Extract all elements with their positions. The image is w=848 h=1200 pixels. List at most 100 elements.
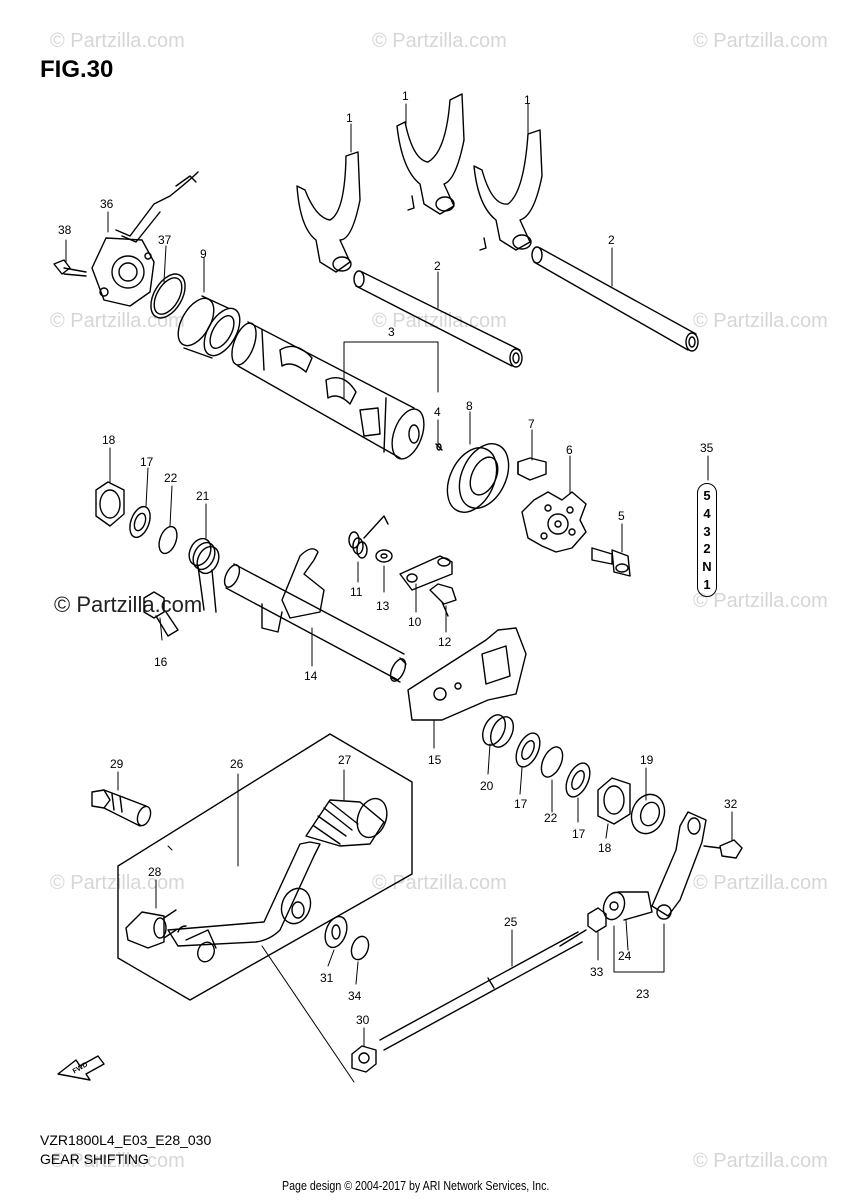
callout-label: 26 (230, 757, 244, 771)
callout-label: 14 (304, 669, 318, 683)
gearshift-lever (167, 841, 321, 947)
gearshift-lever-arm (651, 811, 707, 920)
callout-label: 17 (140, 455, 154, 469)
bolt-12 (429, 583, 457, 617)
model-code: VZR1800L4_E03_E28_030 (40, 1132, 212, 1148)
watermark: © Partzilla.com (50, 1150, 185, 1172)
watermark: © Partzilla.com (693, 590, 828, 612)
lever-end-pin (185, 929, 217, 963)
joint-24 (602, 891, 653, 921)
gear-position-switch (91, 171, 199, 307)
callout-label: 7 (528, 417, 535, 431)
callout-label: 34 (348, 989, 362, 1003)
washer-17 (129, 505, 151, 539)
callout-label: 16 (154, 655, 168, 669)
diagram-name: GEAR SHIFTING (40, 1151, 149, 1167)
gear-position-4: 4 (703, 505, 711, 521)
washer-17c (565, 762, 591, 798)
callout-labels: 1 1 1 2 2 3 4 5 6 7 8 9 10 11 12 13 14 1… (58, 89, 738, 1027)
bolt-29 (91, 789, 152, 827)
pedal-rubber-27 (305, 797, 388, 847)
callout-label: 4 (434, 405, 441, 419)
circlip-22 (158, 525, 178, 555)
callout-label: 18 (598, 841, 612, 855)
o-ring-37 (150, 273, 186, 319)
spring-21 (188, 537, 220, 613)
callout-label: 20 (480, 779, 494, 793)
shift-fork (396, 93, 465, 215)
gear-position-n: N (702, 558, 712, 574)
shift-fork (473, 129, 543, 251)
gear-position-5: 5 (703, 488, 711, 504)
spring-11 (348, 515, 389, 559)
watermark: © Partzilla.com (50, 30, 185, 52)
bearing-8 (446, 443, 510, 513)
callout-label: 2 (608, 233, 615, 247)
watermark: © Partzilla.com (372, 30, 507, 52)
callout-label: 36 (100, 197, 114, 211)
washer-13 (375, 549, 393, 563)
callout-label: 33 (590, 965, 604, 979)
callout-label: 1 (346, 111, 353, 125)
pin-4 (435, 443, 443, 451)
callout-label: 17 (514, 797, 528, 811)
bolt-32 (703, 839, 743, 859)
callout-label: 1 (402, 89, 409, 103)
copyright-notice: Page design © 2004-2017 by ARI Network S… (282, 1178, 550, 1193)
callout-label: 18 (102, 433, 116, 447)
watermark: © Partzilla.com (50, 310, 185, 332)
callout-label: 30 (356, 1013, 370, 1027)
callout-label: 28 (148, 865, 162, 879)
lever-pivot (280, 887, 312, 925)
bearing-18 (95, 481, 125, 527)
callout-label: 15 (428, 753, 442, 767)
callout-label: 19 (640, 753, 654, 767)
pin-5 (591, 547, 631, 577)
seal-19 (630, 793, 666, 835)
callout-label: 31 (320, 971, 334, 985)
callout-label: 9 (200, 247, 207, 261)
callout-label: 38 (58, 223, 72, 237)
gear-position-2: 2 (703, 541, 711, 557)
shift-fork (296, 151, 361, 273)
callout-label: 2 (434, 259, 441, 273)
callout-label: 24 (618, 949, 632, 963)
callout-label: 17 (572, 827, 586, 841)
gearshift-shaft (223, 548, 407, 683)
gear-position-indicator: 5 4 3 2 N 1 (697, 483, 717, 597)
watermark-overlay: © Partzilla.com (54, 592, 203, 617)
fork-shaft (531, 246, 699, 352)
bolt-28 (125, 909, 177, 949)
callout-label: 6 (566, 443, 573, 457)
callout-label: 22 (164, 471, 178, 485)
gearshift-link-rod (379, 929, 587, 1051)
callout-label: 37 (158, 233, 172, 247)
plate-10 (399, 555, 453, 591)
leader-lines (65, 103, 733, 1083)
bearing-9 (177, 295, 241, 359)
bearing-18b (597, 777, 631, 825)
callout-label: 3 (388, 325, 395, 339)
callout-label: 21 (196, 489, 210, 503)
callout-label: 35 (700, 441, 714, 455)
figure-title: FIG.30 (40, 56, 114, 83)
nut-30 (351, 1045, 377, 1073)
cam-stopper-6 (521, 491, 587, 553)
shift-drum (231, 321, 425, 460)
watermark: © Partzilla.com (693, 872, 828, 894)
callout-label: 1 (524, 93, 531, 107)
callout-label: 11 (350, 585, 363, 599)
callout-label: 8 (466, 399, 473, 413)
circlip-20 (481, 714, 515, 748)
bolt-16 (143, 591, 179, 637)
gearshift-arm (407, 627, 527, 721)
washer-31 (324, 915, 348, 949)
fwd-arrow-icon: FWD (57, 1055, 105, 1081)
callout-label: 25 (504, 915, 518, 929)
callout-label: 22 (544, 811, 558, 825)
gear-position-3: 3 (703, 523, 711, 539)
gearshift-lever-box (117, 733, 413, 1001)
bolt-38 (53, 259, 87, 277)
